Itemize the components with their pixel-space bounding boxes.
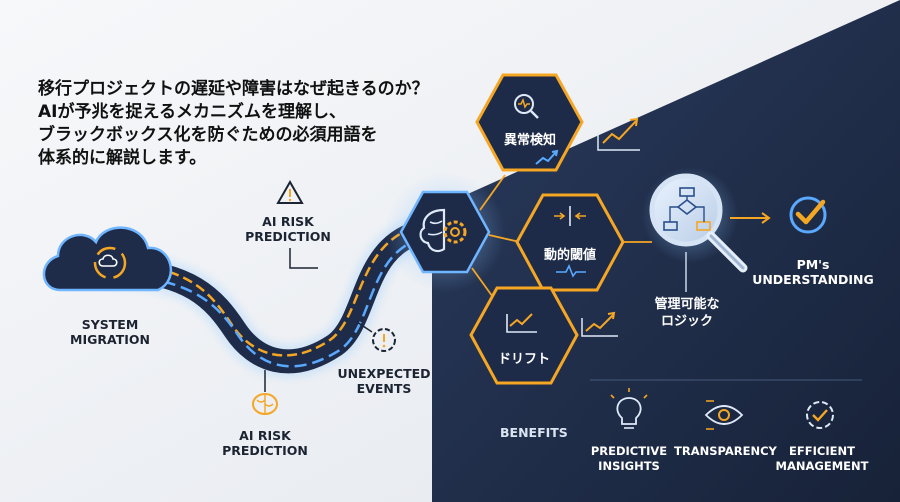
connector-ai-risk-top: [289, 248, 318, 269]
benefits-title: BENEFITS: [500, 425, 568, 440]
intro-line-4: 体系的に解説します。: [38, 148, 207, 168]
magnifier-pulse-icon: [514, 94, 539, 119]
brain-icon: [252, 393, 278, 415]
label-manageable-logic: 管理可能な ロジック: [654, 297, 720, 329]
arrow-right-icon: [730, 212, 771, 224]
intro-line-1: 移行プロジェクトの遅延や障害はなぜ起きるのか？: [38, 79, 429, 99]
chart-up-icon: [597, 117, 640, 151]
threshold-icon: [554, 206, 586, 278]
flow-path: [98, 218, 442, 374]
label-unexpected-events: UNEXPECTED EVENTS: [337, 366, 431, 396]
chart-up-icon-2: [581, 311, 618, 337]
magnifier-flowchart-icon: [649, 173, 748, 273]
benefit-transparency: TRANSPARENCY: [674, 444, 777, 458]
hex-label-dynamic: 動的閾値: [543, 248, 596, 263]
check-badge-icon: [789, 196, 827, 234]
hex-dynamic-threshold: [515, 193, 625, 292]
eye-icon: [704, 400, 744, 430]
cloud-icon: [42, 226, 173, 292]
label-system-migration: SYSTEM MIGRATION: [70, 317, 150, 347]
hex-anomaly: [475, 73, 584, 172]
flow-line-orange: [109, 222, 429, 357]
trend-arrow-icon: [535, 149, 559, 165]
lightbulb-icon: [610, 388, 648, 429]
label-ai-risk-bottom: AI RISK PREDICTION: [222, 428, 308, 458]
drift-chart-icon: [506, 313, 537, 333]
hex-drift: [469, 286, 579, 385]
hex-label-drift: ドリフト: [497, 352, 550, 367]
gear-check-icon: [806, 401, 834, 429]
intro-line-3: ブラックボックス化を防ぐための必須用語を: [38, 125, 378, 145]
link-hub-anomaly: [479, 174, 506, 211]
link-hub-drift: [471, 267, 496, 301]
benefit-predictive-insights: PREDICTIVE INSIGHTS: [590, 444, 668, 473]
hex-label-anomaly: 異常検知: [503, 133, 556, 148]
gear-alert-icon: [372, 328, 396, 352]
label-ai-risk-top: AI RISK PREDICTION: [245, 214, 331, 244]
intro-text: 移行プロジェクトの遅延や障害はなぜ起きるのか？ AIが予兆を捉えるメカニズムを理…: [38, 78, 458, 170]
warning-icon: [276, 179, 304, 204]
label-pm-understanding: PM's UNDERSTANDING: [752, 257, 874, 287]
benefit-efficient-management: EFFICIENT MANAGEMENT: [775, 444, 869, 473]
intro-line-2: AIが予兆を捉えるメカニズムを理解し、: [38, 102, 346, 122]
brain-gear-icon: [419, 208, 467, 253]
connector-unexpected: [356, 321, 373, 333]
flow-line-blue: [109, 234, 433, 368]
link-hub-dynamic: [488, 234, 521, 243]
